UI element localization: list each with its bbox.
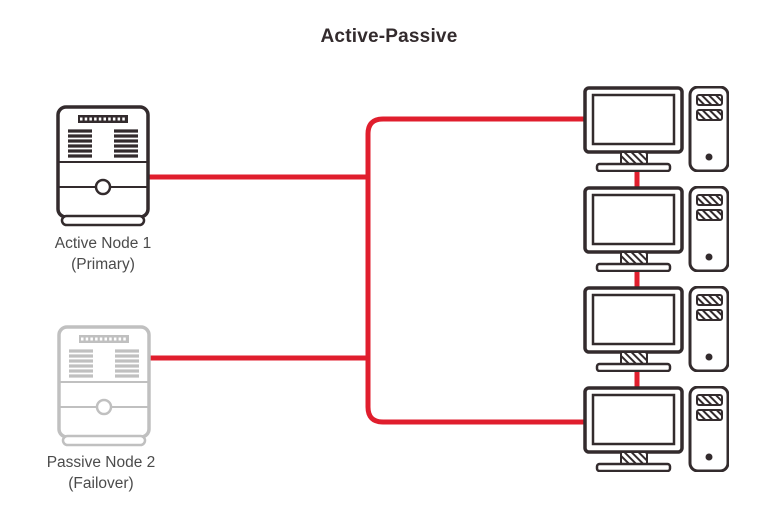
passive-node-name: Passive Node 2 [46, 454, 156, 471]
desktop-computer-icon-2 [583, 186, 729, 272]
desktop-computer-icon-1 [583, 86, 729, 172]
network-links [146, 116, 640, 425]
diagram-title: Active-Passive [320, 26, 458, 47]
active-node-role: (Primary) [71, 256, 135, 273]
active-node-label: Active Node 1 (Primary) [23, 233, 183, 275]
server-icon-passive-node [57, 325, 151, 447]
passive-node-label: Passive Node 2 (Failover) [21, 452, 181, 494]
desktop-computer-icon-3 [583, 286, 729, 372]
link-trunk [365, 116, 592, 425]
active-node-name: Active Node 1 [54, 235, 152, 252]
desktop-computer-icon-4 [583, 386, 729, 472]
passive-node-role: (Failover) [68, 475, 134, 492]
server-icon-active-node [56, 105, 150, 227]
